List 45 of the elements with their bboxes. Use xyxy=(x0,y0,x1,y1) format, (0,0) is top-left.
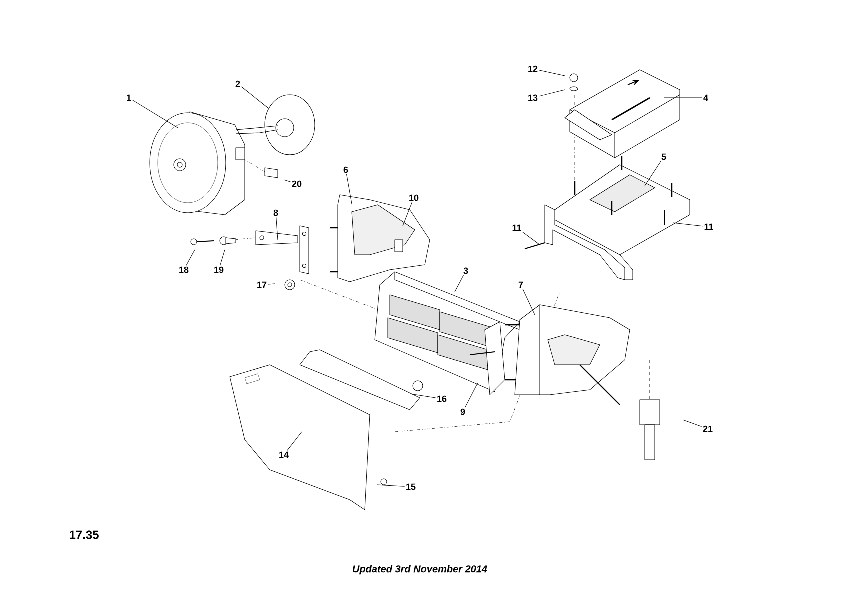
leader-line xyxy=(410,394,436,398)
leader-line xyxy=(346,174,352,204)
callout-number: 19 xyxy=(214,266,224,274)
callout-number: 10 xyxy=(410,194,419,202)
callout-number: 9 xyxy=(460,408,466,416)
leader-line xyxy=(402,202,413,226)
leader-line xyxy=(539,90,566,97)
callout-number: 20 xyxy=(292,180,302,188)
leader-line xyxy=(522,232,540,246)
callout-number: 8 xyxy=(274,210,278,216)
leader-line xyxy=(287,432,302,451)
callout-number: 7 xyxy=(518,282,524,288)
leader-line xyxy=(454,275,464,292)
leader-line xyxy=(539,70,566,76)
callout-number: 3 xyxy=(464,268,468,274)
update-note: Updated 3rd November 2014 xyxy=(353,565,488,575)
callout-number: 11 xyxy=(512,224,522,232)
callout-number: 15 xyxy=(406,484,416,490)
callout-number: 13 xyxy=(528,94,538,102)
callout-number: 17 xyxy=(258,282,267,288)
leader-line xyxy=(186,250,196,266)
callout-number: 6 xyxy=(344,166,348,174)
callout-number: 18 xyxy=(180,266,189,274)
leader-line xyxy=(644,161,662,186)
leader-line xyxy=(672,222,704,227)
callout-number: 16 xyxy=(438,396,447,402)
leader-line xyxy=(522,289,536,316)
leader-line xyxy=(376,484,405,487)
callout-number: 11 xyxy=(704,224,714,230)
leader-line xyxy=(276,217,278,240)
leader-line xyxy=(220,250,226,266)
page-number: 17.35 xyxy=(70,530,99,540)
leader-line xyxy=(242,86,268,108)
callout-number: 21 xyxy=(703,426,713,432)
leader-line xyxy=(465,382,478,408)
leader-line xyxy=(268,284,276,285)
leader-line xyxy=(284,180,291,182)
callout-number: 1 xyxy=(127,94,132,102)
callout-number: 14 xyxy=(280,452,289,458)
callout-number: 12 xyxy=(528,66,538,72)
callout-number: 2 xyxy=(236,80,240,88)
leader-line xyxy=(132,100,178,128)
callout-number: 5 xyxy=(662,154,666,160)
leader-line xyxy=(682,420,702,427)
callout-number: 4 xyxy=(704,94,708,102)
